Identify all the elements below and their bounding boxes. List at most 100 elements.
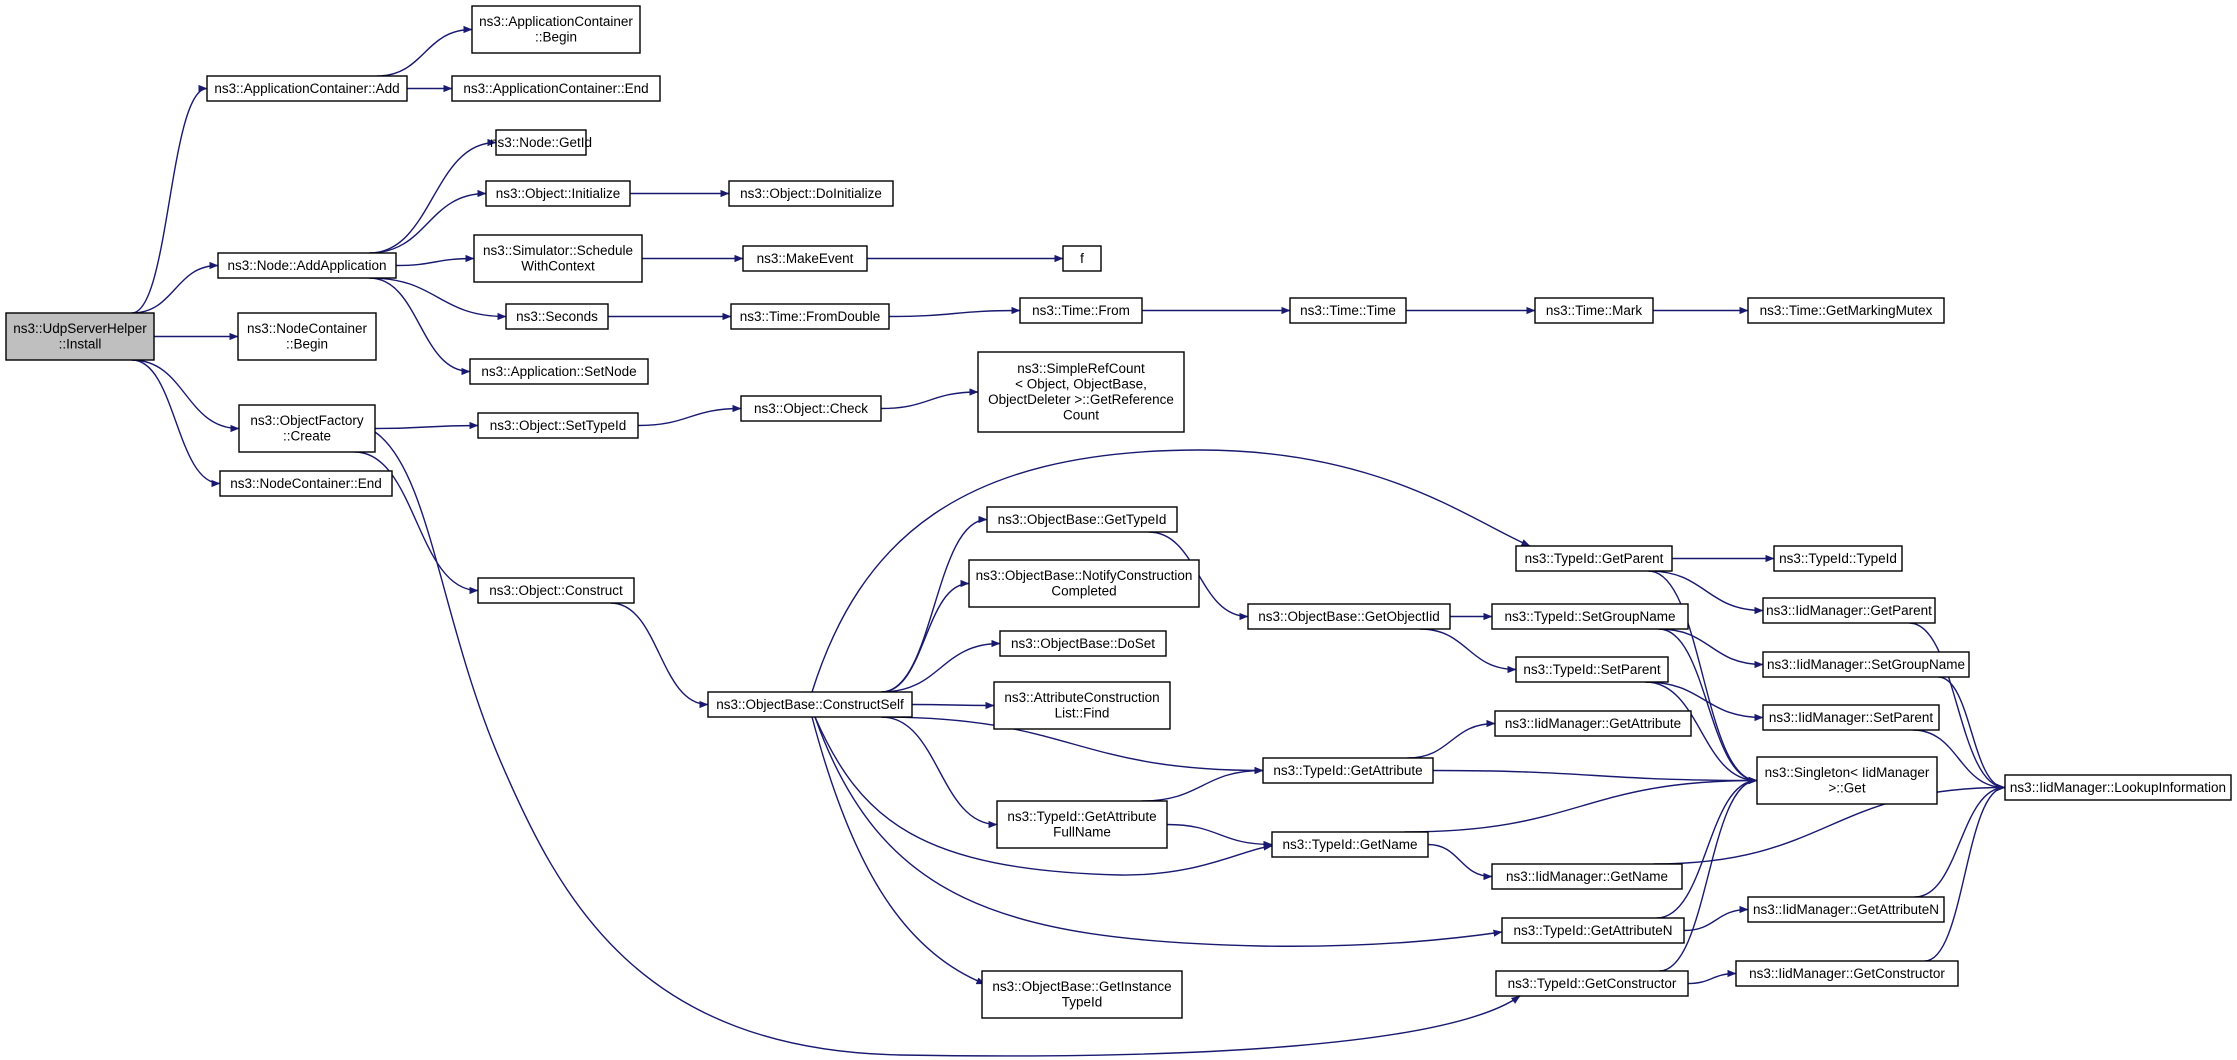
node-makeevent[interactable]: ns3::MakeEvent [742,245,868,272]
edge-objbase-constructself-to-typeid-getparent [811,449,1531,693]
edge-objbase-constructself-to-objbase-doset [881,639,1001,693]
node-iid-setparent[interactable]: ns3::IidManager::SetParent [1762,704,1940,731]
node-time-getmutex[interactable]: ns3::Time::GetMarkingMutex [1747,297,1945,324]
node-typeid-typeid[interactable]: ns3::TypeId::TypeId [1773,545,1903,572]
node-label: ns3::IidManager::LookupInformation [2010,780,2226,795]
node-box [1756,756,1938,805]
node-typeid-getattribute[interactable]: ns3::TypeId::GetAttribute [1262,757,1434,784]
node-seconds[interactable]: ns3::Seconds [505,303,609,330]
node-typeid-getname[interactable]: ns3::TypeId::GetName [1271,831,1429,858]
node-box [1735,960,1959,987]
node-time-time[interactable]: ns3::Time::Time [1289,297,1407,324]
node-label: ns3::Object::DoInitialize [740,186,882,201]
node-box [219,470,393,497]
edge-layer [131,25,2006,1057]
edge-typeid-getattribute-to-iid-getattribute [1407,719,1496,759]
node-objbase-notify[interactable]: ns3::ObjectBase::NotifyConstructionCompl… [968,559,1200,608]
node-node-getid[interactable]: ns3::Node::GetId [490,129,592,156]
node-label: ns3::Application::SetNode [481,364,636,379]
node-objbase-doset[interactable]: ns3::ObjectBase::DoSet [999,630,1167,657]
node-app-setnode[interactable]: ns3::Application::SetNode [469,358,649,385]
node-objbase-getobjectiid[interactable]: ns3::ObjectBase::GetObjectIid [1247,603,1451,630]
node-box [217,252,397,279]
node-typeid-setparent[interactable]: ns3::TypeId::SetParent [1515,656,1669,683]
node-simplerefcount[interactable]: ns3::SimpleRefCount< Object, ObjectBase,… [977,351,1185,433]
node-appcont-begin[interactable]: ns3::ApplicationContainer::Begin [471,5,641,54]
node-iid-setgroupname[interactable]: ns3::IidManager::SetGroupName [1762,651,1970,678]
node-label: ns3::NodeContainer::End [230,476,382,491]
node-typeid-getattributen[interactable]: ns3::TypeId::GetAttributeN [1501,917,1685,944]
node-box [1501,917,1685,944]
edge-iid-getconstructor-to-iid-lookupinfo [1924,783,2006,962]
edge-typeid-getparent-to-iid-getparent [1648,570,1764,615]
edge-iid-setgroupname-to-iid-lookupinfo [1938,676,2006,792]
node-box [495,129,587,156]
node-obj-doinitialize[interactable]: ns3::Object::DoInitialize [728,180,894,207]
node-iid-getattribute[interactable]: ns3::IidManager::GetAttribute [1494,710,1692,737]
node-box [1515,545,1673,572]
node-time-mark[interactable]: ns3::Time::Mark [1534,297,1654,324]
node-typeid-setgroupname[interactable]: ns3::TypeId::SetGroupName [1491,603,1689,630]
node-box [999,630,1167,657]
node-box [981,970,1183,1019]
node-box [206,75,408,102]
node-singleton-get[interactable]: ns3::Singleton< IidManager >::Get [1756,756,1938,805]
node-obj-initialize[interactable]: ns3::Object::Initialize [485,180,631,207]
node-node-addapp[interactable]: ns3::Node::AddApplication [217,252,397,279]
node-label: ns3::ApplicationContainer::End [463,81,648,96]
edge-typeid-getconstructor-to-singleton-get [1659,776,1758,972]
node-label: ns3::IidManager::GetParent [1766,603,1932,618]
node-time-from[interactable]: ns3::Time::From [1019,297,1143,324]
edge-time-fromdouble-to-time-from [888,306,1021,318]
node-label: ns3::NodeContainer [247,321,368,336]
node-label: ns3::TypeId::TypeId [1779,551,1897,566]
node-f[interactable]: f [1062,245,1102,272]
edge-objfactory-create-to-obj-construct [354,451,479,595]
node-label: ns3::Time::FromDouble [740,309,881,324]
node-label: Completed [1051,584,1116,599]
node-nodecont-end[interactable]: ns3::NodeContainer::End [219,470,393,497]
edge-objbase-constructself-to-typeid-getattributen [814,716,1503,947]
node-layer: ns3::UdpServerHelper::Installns3::Applic… [5,5,2232,1019]
node-appcont-end[interactable]: ns3::ApplicationContainer::End [451,75,661,102]
node-iid-lookupinfo[interactable]: ns3::IidManager::LookupInformation [2004,774,2232,801]
node-obj-settypeid[interactable]: ns3::Object::SetTypeId [477,412,639,439]
node-iid-getattributen[interactable]: ns3::IidManager::GetAttributeN [1747,896,1945,923]
node-objbase-constructself[interactable]: ns3::ObjectBase::ConstructSelf [707,691,913,718]
node-obj-check[interactable]: ns3::Object::Check [740,395,882,422]
node-label: ns3::ObjectBase::ConstructSelf [716,697,904,712]
edge-iid-setparent-to-iid-lookupinfo [1912,729,2006,792]
node-iid-getparent[interactable]: ns3::IidManager::GetParent [1762,597,1936,624]
node-label: ns3::IidManager::SetParent [1769,710,1934,725]
node-label: ns3::ObjectBase::GetInstance [992,979,1171,994]
node-iid-getconstructor[interactable]: ns3::IidManager::GetConstructor [1735,960,1959,987]
node-nodecont-begin[interactable]: ns3::NodeContainer::Begin [237,312,377,361]
node-iid-getname[interactable]: ns3::IidManager::GetName [1491,863,1683,890]
node-label: ns3::IidManager::GetAttribute [1505,716,1681,731]
node-label: ns3::IidManager::GetName [1506,869,1668,884]
edge-objbase-constructself-to-objbase-notify [881,579,970,693]
node-box [1747,896,1945,923]
node-objfactory-create[interactable]: ns3::ObjectFactory::Create [238,404,376,453]
node-box [977,351,1185,433]
node-appcont-add[interactable]: ns3::ApplicationContainer::Add [206,75,408,102]
node-label: ns3::Object::Construct [489,583,623,598]
node-install[interactable]: ns3::UdpServerHelper::Install [5,312,155,361]
node-time-fromdouble[interactable]: ns3::Time::FromDouble [730,303,890,330]
node-box [1062,245,1102,272]
node-box [1019,297,1143,324]
node-box [1762,651,1970,678]
node-label: ns3::UdpServerHelper [13,321,147,336]
node-box [477,412,639,439]
node-obj-construct[interactable]: ns3::Object::Construct [477,577,635,604]
node-objbase-gettypeid[interactable]: ns3::ObjectBase::GetTypeId [986,506,1178,533]
node-label: ns3::ObjectBase::DoSet [1011,636,1155,651]
node-box [1515,656,1669,683]
node-typeid-getparent[interactable]: ns3::TypeId::GetParent [1515,545,1673,572]
node-typeid-getconstructor[interactable]: ns3::TypeId::GetConstructor [1495,970,1689,997]
